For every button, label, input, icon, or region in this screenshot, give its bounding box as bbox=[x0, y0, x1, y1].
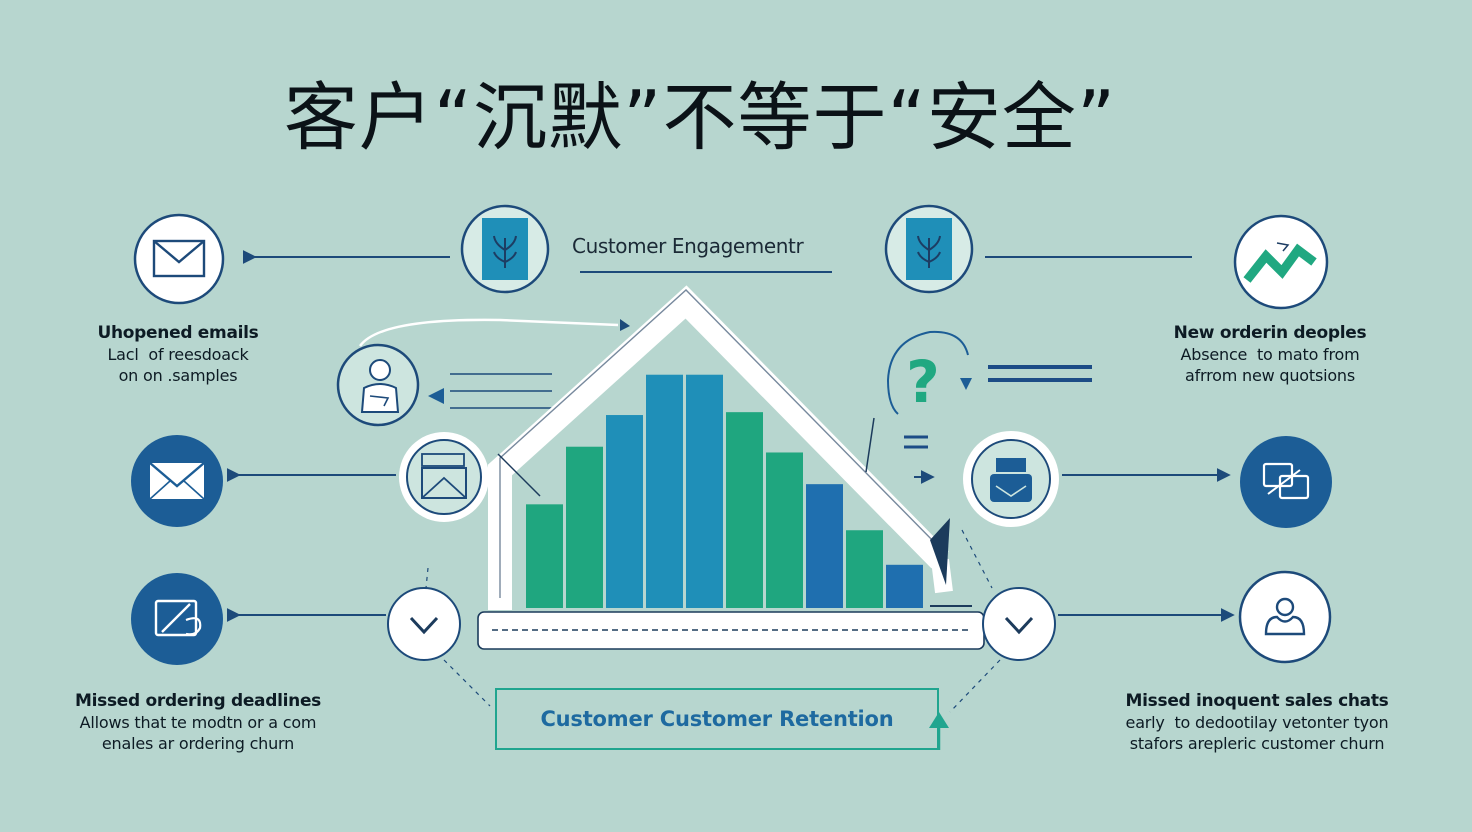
dashed-right-lower bbox=[949, 659, 1001, 713]
page-title: 客户“沉默”不等于“安全” bbox=[283, 75, 1117, 161]
plant-card-icon bbox=[460, 204, 550, 294]
retention-bar-5 bbox=[686, 374, 723, 608]
connector-lines bbox=[226, 250, 1235, 622]
label-right-bottom-line2: stafors arepleric customer churn bbox=[1129, 734, 1385, 753]
label-right-top-line2: afrrom new quotsions bbox=[1185, 366, 1355, 385]
label-left-top-heading: Uhopened emails bbox=[97, 323, 259, 343]
chart-base bbox=[477, 605, 985, 650]
retention-box: Customer Customer Retention bbox=[495, 688, 939, 750]
dashed-right-upper bbox=[961, 529, 993, 589]
dashed-left-upper bbox=[425, 567, 429, 589]
label-left-top-line1: Lacl of reesdoack bbox=[107, 345, 249, 364]
person-icon bbox=[336, 343, 420, 427]
label-right-bottom: Missed inoquent sales chats early to ded… bbox=[1112, 691, 1402, 754]
edit-hand-icon bbox=[131, 573, 223, 665]
retention-arrow-icon bbox=[929, 712, 949, 728]
dashed-left-lower bbox=[443, 659, 491, 707]
label-left-top: Uhopened emails Lacl of reesdoack on on … bbox=[78, 323, 278, 386]
label-left-bottom-line1: Allows that te modtn or a com bbox=[79, 713, 317, 732]
envelope-outline-icon bbox=[133, 213, 225, 305]
printer-icon bbox=[963, 431, 1059, 527]
retention-bar-9 bbox=[846, 530, 883, 608]
retention-bar-4 bbox=[646, 374, 683, 608]
chevron-down-icon bbox=[387, 587, 461, 661]
question-mark-icon: ? bbox=[886, 330, 972, 416]
chevron-down-icon-right bbox=[982, 587, 1056, 661]
retention-bar-10 bbox=[886, 564, 923, 608]
retention-bar-2 bbox=[566, 446, 603, 608]
retention-bar-8 bbox=[806, 484, 843, 608]
mail-tray-icon bbox=[399, 432, 489, 522]
retention-bar-1 bbox=[526, 504, 563, 608]
chat-bubbles-icon bbox=[1240, 436, 1332, 528]
retention-bars bbox=[526, 374, 923, 608]
label-right-top-line1: Absence to mato from bbox=[1180, 345, 1360, 364]
retention-label: Customer Customer Retention bbox=[540, 707, 894, 731]
label-right-top-heading: New orderin deoples bbox=[1173, 323, 1367, 343]
label-left-bottom-heading: Missed ordering deadlines bbox=[74, 691, 321, 711]
trend-chart-icon bbox=[1233, 214, 1329, 310]
envelope-filled-icon bbox=[131, 435, 223, 527]
label-right-bottom-heading: Missed inoquent sales chats bbox=[1125, 691, 1389, 711]
svg-text:?: ? bbox=[906, 348, 940, 416]
people-icon bbox=[1238, 570, 1332, 664]
engagement-label: Customer Engagementr bbox=[572, 234, 804, 258]
plant-card-icon-right bbox=[884, 204, 974, 294]
dashed-connectors bbox=[425, 529, 1001, 713]
label-right-bottom-line1: early to dedootilay vetonter tyon bbox=[1125, 713, 1389, 732]
curved-arrow-top bbox=[358, 318, 630, 347]
label-right-top: New orderin deoples Absence to mato from… bbox=[1150, 323, 1390, 386]
pointer-line bbox=[865, 417, 875, 473]
label-left-bottom: Missed ordering deadlines Allows that te… bbox=[60, 691, 336, 754]
house-arrow-head bbox=[930, 518, 950, 585]
label-left-bottom-line2: enales ar ordering churn bbox=[101, 734, 295, 753]
retention-bar-7 bbox=[766, 452, 803, 608]
person-pointer bbox=[428, 388, 444, 404]
house-outline bbox=[488, 285, 953, 610]
label-left-top-line2: on on .samples bbox=[118, 366, 238, 385]
retention-bar-6 bbox=[726, 412, 763, 608]
retention-bar-3 bbox=[606, 415, 643, 608]
